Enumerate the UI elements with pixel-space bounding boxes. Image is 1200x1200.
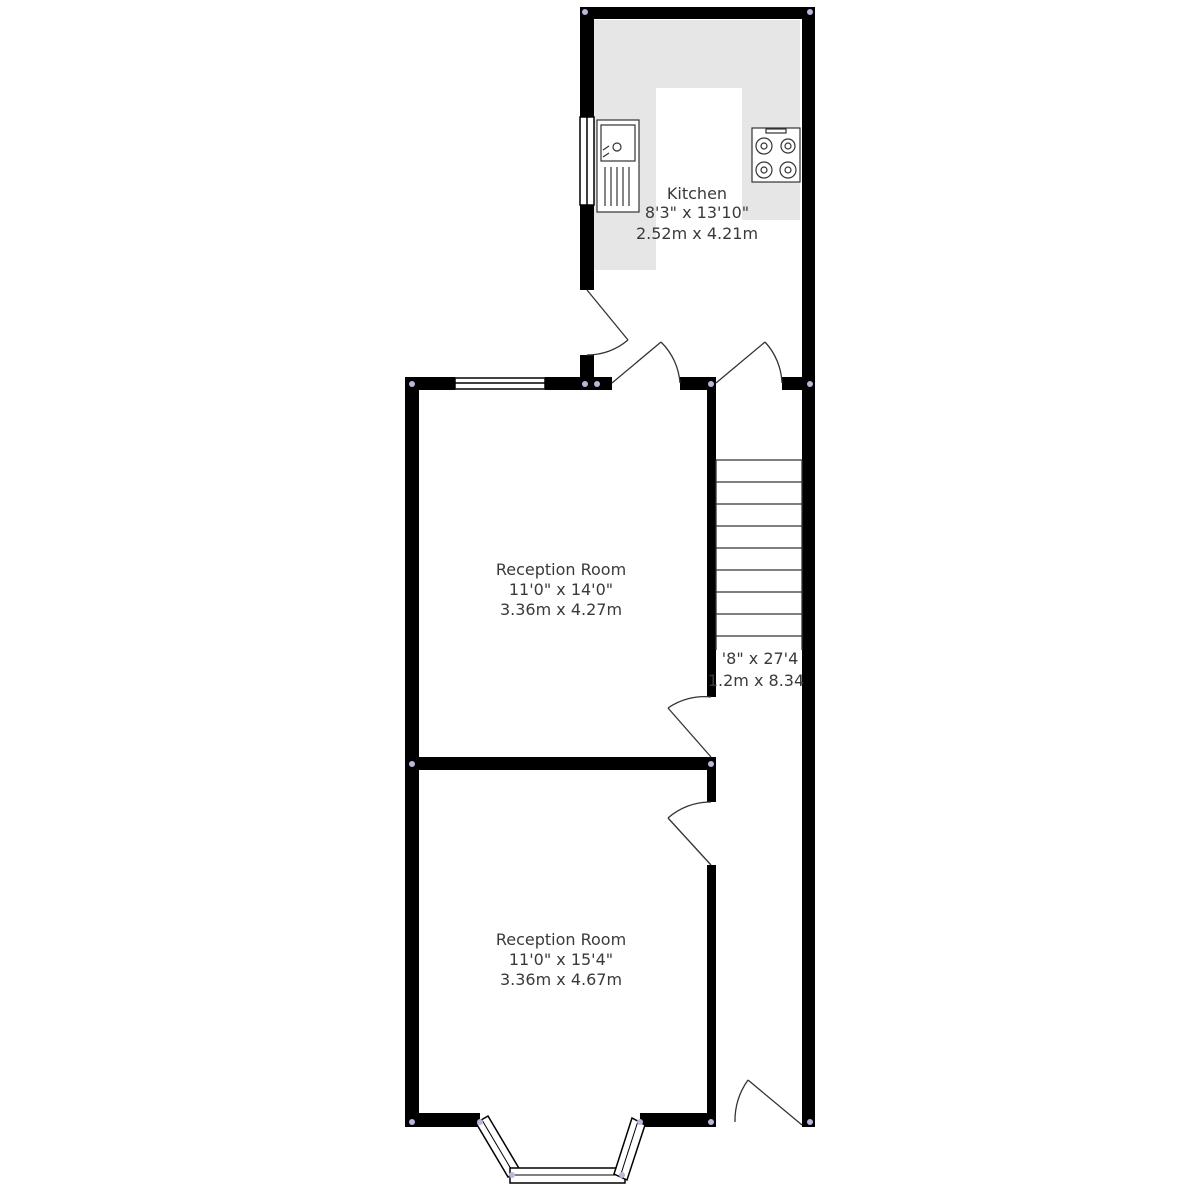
sink-icon [596, 119, 640, 213]
kitchen-worktop [594, 20, 800, 270]
walls [405, 7, 815, 1127]
room-metric: 2.52m x 4.21m [636, 224, 758, 243]
room-metric: 3.36m x 4.67m [500, 970, 622, 989]
staircase [715, 459, 803, 650]
hob-icon [751, 127, 801, 183]
windows [454, 116, 595, 390]
room-name: Reception Room [496, 560, 626, 579]
room-imperial: 8'3" x 13'10" [645, 203, 749, 222]
room-label-reception-1: Reception Room 11'0" x 14'0" 3.36m x 4.2… [496, 560, 626, 619]
room-label-hallway: '8" x 27'4 1.2m x 8.34 [708, 649, 804, 690]
room-label-kitchen: Kitchen 8'3" x 13'10" 2.52m x 4.21m [636, 184, 758, 243]
wall-nodes [409, 9, 813, 1178]
room-imperial: 11'0" x 15'4" [509, 950, 613, 969]
doors [586, 289, 803, 1126]
room-name: Kitchen [667, 184, 727, 203]
room-imperial: 11'0" x 14'0" [509, 580, 613, 599]
room-name: Reception Room [496, 930, 626, 949]
room-metric: 1.2m x 8.34 [708, 671, 804, 690]
room-label-reception-2: Reception Room 11'0" x 15'4" 3.36m x 4.6… [496, 930, 626, 989]
room-imperial: '8" x 27'4 [722, 649, 799, 668]
room-metric: 3.36m x 4.27m [500, 600, 622, 619]
bay-window [474, 1114, 646, 1184]
